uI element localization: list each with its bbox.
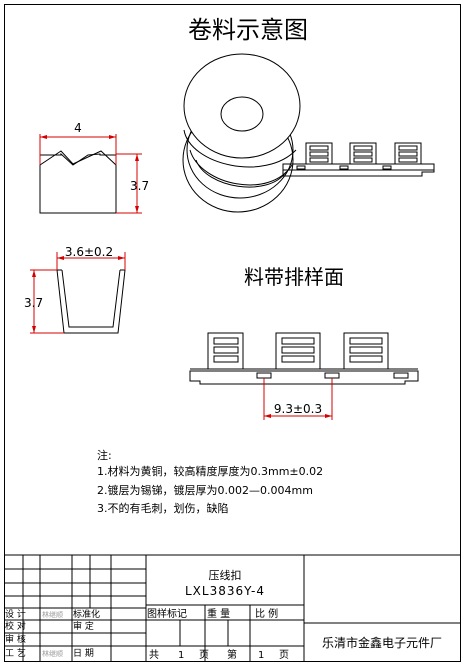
- profile-view: 4 3.7: [39, 121, 149, 214]
- strip-pilot-hole-2: [324, 372, 340, 379]
- dim-top-height-label: 3.7: [130, 179, 149, 193]
- part-name: 压线扣: [209, 568, 242, 582]
- note-item-3: 3.不的有毛刺，划伤，缺陷: [97, 501, 229, 515]
- tb-row-review-label: 审 核: [5, 633, 26, 645]
- strip-title: 料带排样面: [244, 265, 344, 289]
- tb-weight-header: 重 量: [207, 607, 230, 620]
- strip-pilot-hole-1: [256, 372, 272, 379]
- tb-total-value: 1: [178, 650, 184, 661]
- tb-row-design-label: 设 计: [5, 608, 26, 620]
- reel-strip-part-1: [305, 142, 333, 165]
- reel-strip-part-2: [349, 142, 377, 165]
- dim-section-height-label: 3.7: [24, 296, 43, 310]
- reel-strip: [282, 142, 435, 177]
- reel-strip-hole-2: [339, 165, 349, 170]
- dim-pitch-arrow-right: [325, 414, 332, 418]
- tb-total-label: 共: [149, 649, 159, 661]
- dim-sec-arrow-bottom: [32, 326, 36, 333]
- reel-strip-hole-1: [296, 165, 306, 170]
- reel-strip-part-3: [394, 142, 422, 165]
- section-outer: [56, 269, 126, 334]
- dim-top-arrow-right: [109, 135, 116, 139]
- reel-view: [182, 53, 301, 213]
- tb-current-value: 1: [258, 650, 264, 661]
- sheet-border: [4, 4, 461, 662]
- dim-top-width-label: 4: [74, 121, 82, 135]
- dim-top-arrow-left: [40, 135, 47, 139]
- tb-row-check-label2: 审 定: [73, 620, 94, 632]
- strip-part-1: [207, 332, 244, 370]
- tb-scale-header: 比 例: [255, 607, 278, 620]
- profile-notch: [39, 150, 117, 166]
- dim-right-arrow-bottom: [135, 206, 139, 213]
- part-number: LXL3836Y-4: [185, 584, 265, 598]
- note-item-1: 1.材料为黄铜，较高精度厚度为0.3mm±0.02: [97, 464, 323, 478]
- tb-row-process-label: 工 艺: [5, 648, 26, 659]
- strip-part-2: [275, 332, 321, 370]
- strip-band: [189, 370, 419, 385]
- tb-current-label: 第: [227, 648, 237, 661]
- company-name: 乐清市金鑫电子元件厂: [322, 635, 442, 650]
- notes-heading: 注:: [97, 448, 112, 462]
- title-block: [4, 554, 461, 661]
- tb-row-process-sig: 林继顺: [42, 649, 63, 658]
- reel-strip-hole-3: [382, 165, 392, 170]
- strip-part-3: [343, 332, 389, 370]
- tb-mark-header: 图样标记: [147, 607, 187, 620]
- reel-hub: [220, 96, 264, 132]
- section-inner: [61, 269, 121, 328]
- tb-current-unit: 页: [279, 649, 289, 661]
- note-item-2: 2.镀层为锡锑，镀层厚为0.002—0.004mm: [97, 483, 313, 497]
- tb-total-unit: 页: [199, 649, 209, 661]
- tb-row-design-sig: 林继顺: [42, 610, 63, 619]
- main-title: 卷料示意图: [188, 16, 308, 44]
- dim-sec-arrow-right: [118, 256, 125, 260]
- notes: 注: 1.材料为黄铜，较高精度厚度为0.3mm±0.02 2.镀层为锡锑，镀层厚…: [97, 448, 323, 515]
- strip-pilot-hole-3: [393, 372, 409, 379]
- strip-layout: 9.3±0.3: [189, 332, 419, 420]
- reel-side-arc: [189, 149, 293, 186]
- section-view: 3.6±0.2 3.7: [24, 245, 126, 334]
- reel-side-arc-2: [195, 159, 287, 188]
- tb-row-check-label: 校 对: [5, 620, 26, 632]
- dim-pitch-label: 9.3±0.3: [274, 402, 322, 416]
- reel-strip-band: [282, 163, 435, 177]
- tb-row-process-label2: 日 期: [73, 648, 94, 659]
- dim-sec-arrow-left: [57, 256, 64, 260]
- tb-row-design-label2: 标准化: [73, 608, 100, 620]
- dim-pitch-arrow-left: [264, 414, 271, 418]
- dim-section-width-label: 3.6±0.2: [65, 245, 113, 259]
- profile-outline: [39, 152, 117, 214]
- dim-sec-arrow-top: [32, 270, 36, 277]
- reel-side-arc-3: [183, 129, 297, 168]
- dim-right-arrow-top: [135, 154, 139, 161]
